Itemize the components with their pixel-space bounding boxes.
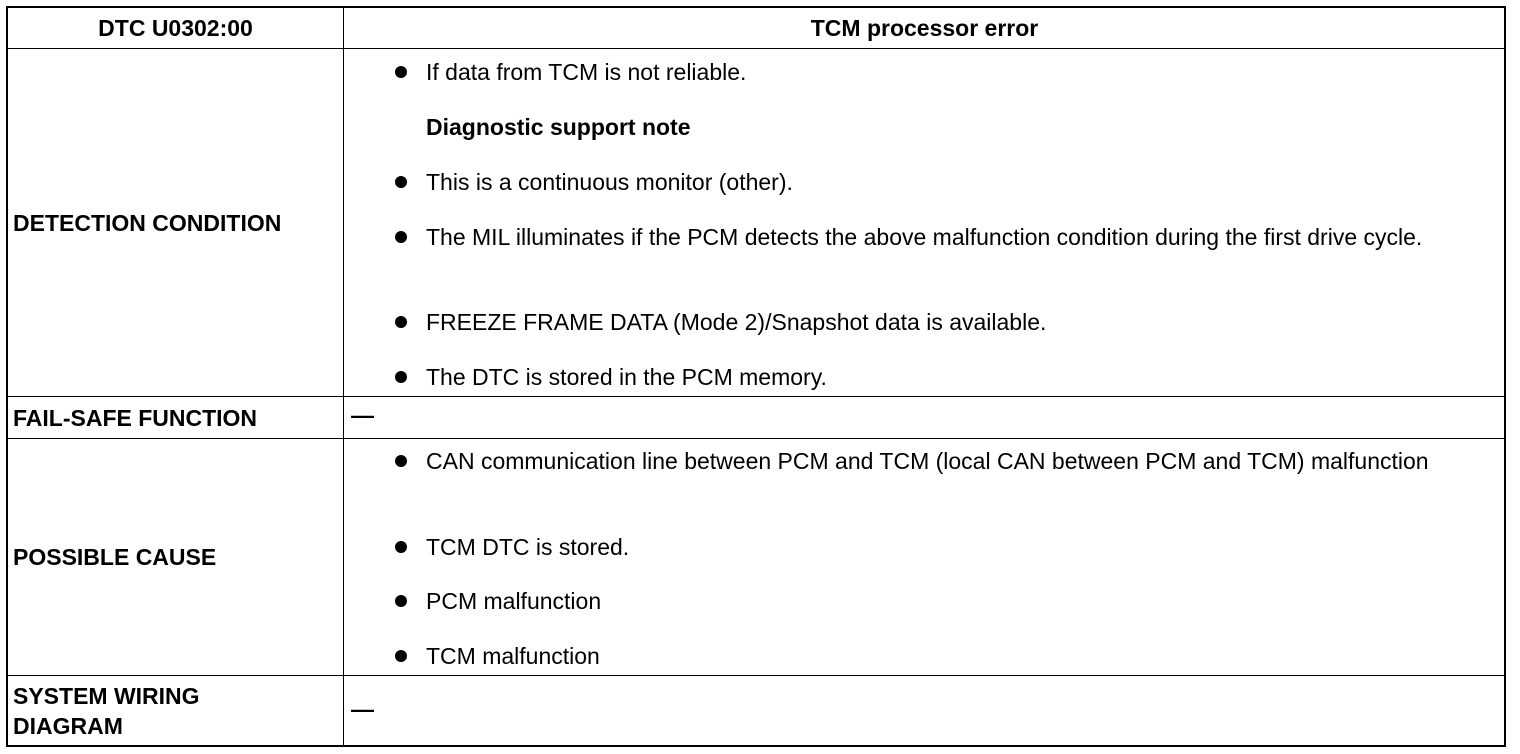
- header-row: DTC U0302:00 TCM processor error: [8, 8, 1504, 48]
- bullet-icon: [395, 455, 407, 467]
- diagnostic-note-heading: Diagnostic support note: [426, 114, 691, 140]
- bullet-icon: [395, 650, 407, 662]
- bullet-icon: [395, 371, 407, 383]
- failsafe-content: —: [345, 397, 1504, 438]
- bullet-icon: [395, 316, 407, 328]
- cause-row: POSSIBLE CAUSE CAN communication line be…: [8, 439, 1504, 675]
- divider: [8, 675, 1504, 676]
- bullet-icon: [395, 176, 407, 188]
- wiring-label-text: SYSTEM WIRING DIAGRAM: [13, 682, 200, 739]
- wiring-label: SYSTEM WIRING DIAGRAM: [8, 676, 343, 745]
- wiring-content: —: [345, 676, 1504, 745]
- cause-content: CAN communication line between PCM and T…: [345, 439, 1504, 675]
- divider: [8, 48, 1504, 49]
- dtc-table: DTC U0302:00 TCM processor error DETECTI…: [6, 6, 1506, 747]
- failsafe-label: FAIL-SAFE FUNCTION: [13, 404, 258, 431]
- wiring-value: —: [351, 696, 374, 722]
- bullet-icon: [395, 231, 407, 243]
- dtc-code: DTC U0302:00: [98, 14, 253, 41]
- bullet-icon: [395, 66, 407, 78]
- dtc-title: TCM processor error: [810, 14, 1039, 41]
- divider: [8, 438, 1504, 439]
- divider: [8, 396, 1504, 397]
- detection-content: If data from TCM is not reliable. Diagno…: [345, 49, 1504, 396]
- column-divider: [343, 8, 344, 745]
- bullet-icon: [395, 541, 407, 553]
- failsafe-value: —: [351, 402, 374, 428]
- detection-label: DETECTION CONDITION: [13, 209, 282, 236]
- bullet-icon: [395, 595, 407, 607]
- wiring-row: SYSTEM WIRING DIAGRAM —: [8, 676, 1504, 745]
- cause-label: POSSIBLE CAUSE: [13, 544, 217, 570]
- detection-row: DETECTION CONDITION If data from TCM is …: [8, 49, 1504, 396]
- failsafe-row: FAIL-SAFE FUNCTION —: [8, 397, 1504, 438]
